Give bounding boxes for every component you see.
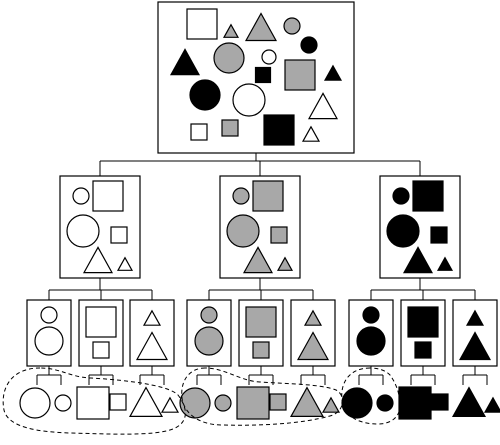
black-square — [254, 66, 272, 84]
white-triangle — [301, 125, 321, 142]
black-triangle — [465, 309, 485, 326]
black-square — [430, 226, 448, 244]
black-square — [398, 386, 432, 420]
gray-circle — [179, 387, 211, 419]
white-circle — [72, 187, 90, 205]
black-triangle — [458, 331, 492, 361]
black-square — [414, 341, 432, 359]
white-triangle — [128, 386, 164, 417]
gray-square — [269, 393, 287, 411]
gray-triangle — [289, 386, 325, 417]
white-triangle — [82, 246, 114, 274]
white-square — [110, 226, 128, 244]
white-circle — [34, 326, 64, 356]
white-square — [85, 306, 117, 338]
gray-triangle — [244, 12, 278, 42]
white-square — [92, 180, 124, 212]
black-circle — [189, 79, 221, 111]
gray-circle — [232, 187, 250, 205]
white-triangle — [160, 396, 180, 413]
gray-square — [221, 119, 239, 137]
dashed-region-white — [2, 367, 186, 435]
black-square — [263, 114, 295, 146]
white-square — [76, 386, 110, 420]
white-triangle — [135, 331, 169, 361]
white-triangle — [142, 309, 162, 326]
white-square — [109, 393, 127, 411]
gray-circle — [213, 42, 245, 74]
black-square — [407, 306, 439, 338]
gray-square — [236, 386, 270, 420]
gray-circle — [200, 306, 218, 324]
dashed-region-black — [341, 367, 401, 425]
black-triangle — [323, 64, 343, 81]
dashed-grouping-outlines — [2, 367, 401, 435]
black-square — [412, 180, 444, 212]
gray-triangle — [222, 23, 240, 38]
root-node — [157, 1, 355, 154]
black-circle — [386, 214, 420, 248]
gray-square — [245, 306, 277, 338]
black-triangle — [483, 396, 500, 413]
gray-circle — [214, 394, 232, 412]
tree-connectors — [36, 153, 488, 385]
gray-square — [252, 341, 270, 359]
white-circle — [19, 387, 51, 419]
gray-triangle — [321, 396, 341, 413]
gray-triangle — [296, 331, 330, 361]
gray-circle — [283, 17, 301, 35]
white-square — [186, 8, 218, 40]
black-circle — [362, 306, 380, 324]
gray-triangle — [276, 256, 294, 271]
black-triangle — [402, 246, 434, 274]
shape-group-nodes — [26, 299, 498, 367]
white-circle — [261, 49, 277, 65]
black-square — [431, 393, 449, 411]
black-circle — [376, 394, 394, 412]
white-triangle — [116, 256, 134, 271]
white-circle — [232, 83, 266, 117]
white-circle — [54, 394, 72, 412]
dashed-region-gray — [181, 367, 343, 426]
gray-circle — [194, 326, 224, 356]
black-triangle — [169, 48, 201, 76]
black-triangle — [451, 386, 487, 417]
size-leaf-nodes — [19, 386, 500, 420]
gray-square — [284, 59, 316, 91]
black-circle — [356, 326, 386, 356]
gray-square — [270, 226, 288, 244]
gray-square — [252, 180, 284, 212]
color-group-nodes — [59, 175, 461, 279]
white-circle — [40, 306, 58, 324]
black-circle — [341, 387, 373, 419]
white-square — [190, 123, 208, 141]
gray-circle — [226, 214, 260, 248]
white-square — [92, 341, 110, 359]
gray-triangle — [242, 246, 274, 274]
white-circle — [66, 214, 100, 248]
black-circle — [300, 36, 318, 54]
black-triangle — [436, 256, 454, 271]
black-circle — [392, 187, 410, 205]
white-triangle — [307, 92, 339, 120]
gray-triangle — [303, 309, 323, 326]
